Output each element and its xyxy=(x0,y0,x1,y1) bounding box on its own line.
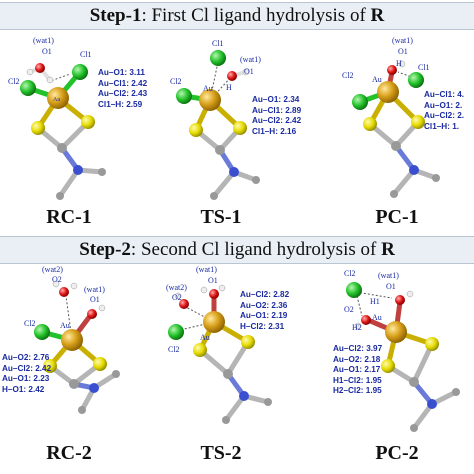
ts1-cl2-label: Cl2 xyxy=(170,77,182,86)
pc1-geo-line: Au–O1: 2. xyxy=(424,100,463,110)
rc2-cl2-label: Cl2 xyxy=(24,319,36,328)
rc1-label: RC-1 xyxy=(46,206,92,228)
pc1-au-label: Au xyxy=(372,75,382,84)
ts1-molecule: Cl1 Cl2 H (wat1) O1 Au xyxy=(170,39,261,200)
rc2-geo-line: Au–O2: 2.76 xyxy=(2,353,50,362)
pc2-h2-label: H2 xyxy=(352,323,362,332)
step2-banner: Step-2: Second Cl ligand hydrolysis of R xyxy=(0,236,474,264)
rc2-geometry: Au–O2: 2.76 Au–Cl2: 2.42 Au–O1: 2.23 H–O… xyxy=(2,353,51,395)
step1-label: Step-1 xyxy=(89,5,142,26)
pc1-geo-line: Au–Cl2: 2. xyxy=(424,111,465,121)
ts2-o2-label: O2 xyxy=(172,293,182,302)
rc1-geo-line: Au–O1: 3.11 xyxy=(98,68,145,77)
pc1-wat-label: (wat1) xyxy=(392,36,413,45)
rc2-molecule: (wat2) O2 (wat1) O1 Cl2 Au xyxy=(24,265,120,414)
rc1-cl1-label: Cl1 xyxy=(80,50,92,59)
ts2-geo-line: Au–O1: 2.19 xyxy=(240,311,288,321)
pc1-h-label: H xyxy=(396,59,402,68)
ts2-geo-line: Au–O2: 2.36 xyxy=(240,300,288,310)
step2-title: : Second Cl ligand hydrolysis of xyxy=(130,239,382,260)
rc1-wat-label: (wat1) xyxy=(33,36,54,45)
ts1-geometry: Au–O1: 2.34 Au–Cl1: 2.89 Au–Cl2: 2.42 Cl… xyxy=(252,95,301,137)
ts1-geo-line: Au–Cl1: 2.89 xyxy=(252,105,302,115)
ts1-label: TS-1 xyxy=(200,206,242,228)
ts1-geo-line: Cl1–H: 2.16 xyxy=(252,126,297,136)
pc2-geometry: Au–Cl2: 3.97 Au–O2: 2.18 Au–O1: 2.17 H1–… xyxy=(333,344,382,397)
rc2-geo-line: Au–Cl2: 2.42 xyxy=(2,363,52,373)
pc1-molecule: (wat1) O1 Cl2 Cl1 H Au xyxy=(342,36,440,198)
ts2-wat2-label: (wat2) xyxy=(166,283,187,292)
pc2-h1-label: H1 xyxy=(370,297,380,306)
pc1-label: PC-1 xyxy=(375,206,419,228)
ts2-geo-line: Au–Cl2: 2.82 xyxy=(240,290,290,299)
ts2-geometry: Au–Cl2: 2.82 Au–O2: 2.36 Au–O1: 2.19 H–C… xyxy=(240,290,289,332)
pc2-label: PC-2 xyxy=(375,442,419,464)
step2-label: Step-2 xyxy=(79,239,131,260)
ts1-h-label: H xyxy=(226,83,232,92)
ts2-molecule: (wat2) O2 (wat1) O1 Cl2 Au xyxy=(166,265,272,424)
rc2-au-label: Au xyxy=(60,321,70,330)
rc1-geo-line: Au–Cl2: 2.43 xyxy=(98,89,148,99)
ts2-o1-label: O1 xyxy=(208,276,218,285)
rc1-geometry: Au–O1: 3.11 Au–Cl1: 2.42 Au–Cl2: 2.43 Cl… xyxy=(98,68,147,110)
step1-reactant: R xyxy=(370,5,385,26)
pc1-o-label: O1 xyxy=(398,47,408,56)
ts1-o-label: O1 xyxy=(244,67,254,76)
pc1-geometry: Au–Cl1: 4. Au–O1: 2. Au–Cl2: 2. Cl1–H: 1… xyxy=(424,90,474,132)
pc1-geo-line: Au–Cl1: 4. xyxy=(424,90,465,99)
rc2-wat1-label: (wat1) xyxy=(84,285,105,294)
rc1-geo-line: Au–Cl1: 2.42 xyxy=(98,78,148,88)
rc2-label: RC-2 xyxy=(46,442,92,464)
ts2-label: TS-2 xyxy=(200,442,242,464)
rc2-o1-label: O1 xyxy=(90,295,100,304)
rc2-geo-line: Au–O1: 2.23 xyxy=(2,374,50,384)
rc1-o-label: O1 xyxy=(42,47,52,56)
ts2-geo-line: H–Cl2: 2.31 xyxy=(240,321,285,331)
step1-title: : First Cl ligand hydrolysis of xyxy=(141,5,371,26)
pc1-cl2-label: Cl2 xyxy=(342,71,354,80)
ts1-geo-line: Au–Cl2: 2.42 xyxy=(252,116,302,126)
pc2-au-label: Au xyxy=(372,313,382,322)
ts2-au-label: Au xyxy=(200,333,210,342)
ts1-au-label: Au xyxy=(203,84,213,93)
rc1-geo-line: Cl1–H: 2.59 xyxy=(98,99,143,109)
rc2-geo-line: H–O1: 2.42 xyxy=(2,384,45,394)
pc2-wat1-label: (wat1) xyxy=(378,271,399,280)
ts1-wat-label: (wat1) xyxy=(240,55,261,64)
pc2-geo-line: Au–O1: 2.17 xyxy=(333,365,381,375)
rc1-molecule: (wat1) O1 Cl2 Cl1 Au xyxy=(8,36,106,200)
rc2-o2-label: O2 xyxy=(52,275,62,284)
pc2-geo-line: H1–Cl2: 1.95 xyxy=(333,375,382,385)
rc1-cl2-label: Cl2 xyxy=(8,77,20,86)
pc2-geo-line: H2–Cl2: 1.95 xyxy=(333,386,382,396)
ts1-geo-line: Au–O1: 2.34 xyxy=(252,95,300,104)
pc2-molecule: Cl2 (wat1) O1 O2 H1 H2 Au xyxy=(344,269,460,432)
step2-reactant: R xyxy=(381,239,395,260)
pc1-geo-line: Cl1–H: 1. xyxy=(424,121,460,131)
pc2-cl2-label: Cl2 xyxy=(344,269,356,278)
rc1-au-label: Au xyxy=(53,97,60,103)
pc2-geo-line: Au–O2: 2.18 xyxy=(333,354,381,364)
step1-banner: Step-1: First Cl ligand hydrolysis of R xyxy=(0,2,474,30)
ts2-wat1-label: (wat1) xyxy=(196,265,217,274)
rc2-wat2-label: (wat2) xyxy=(42,265,63,274)
pc2-o1-label: O1 xyxy=(386,282,396,291)
pc2-geo-line: Au–Cl2: 3.97 xyxy=(333,344,383,353)
ts1-cl1-label: Cl1 xyxy=(212,39,224,48)
pc1-cl1-label: Cl1 xyxy=(418,63,430,72)
ts2-cl2-label: Cl2 xyxy=(168,345,180,354)
pc2-o2-label: O2 xyxy=(344,305,354,314)
